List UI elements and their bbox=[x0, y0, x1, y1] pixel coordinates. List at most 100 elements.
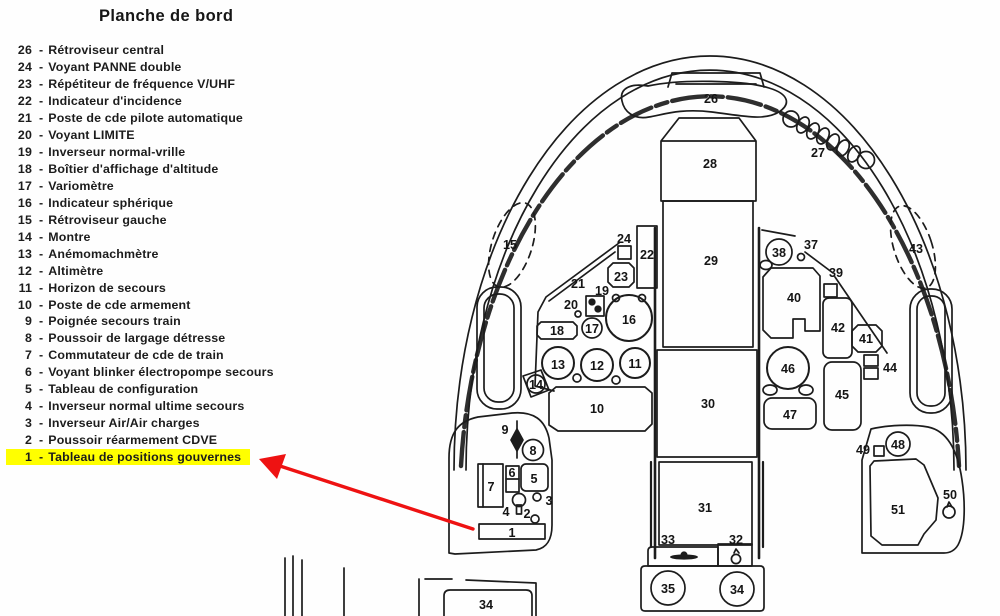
diagram-label-21: 21 bbox=[571, 277, 585, 291]
panel-7 bbox=[477, 463, 504, 508]
diagram-label-14: 14 bbox=[529, 378, 543, 392]
diagram-label-17: 17 bbox=[585, 322, 599, 336]
gauge-13 bbox=[541, 346, 575, 380]
diagram-label-4: 4 bbox=[502, 505, 509, 519]
diagram-label-11: 11 bbox=[628, 357, 641, 371]
bottom-fragments bbox=[284, 555, 537, 616]
button-2 bbox=[530, 514, 540, 524]
diagram-label-44: 44 bbox=[883, 361, 897, 375]
panel-29 bbox=[662, 200, 754, 348]
console-outline bbox=[861, 424, 966, 554]
diagram-label-49: 49 bbox=[856, 443, 870, 457]
legend-item-4: 4-Inverseur normal ultime secours bbox=[24, 399, 245, 414]
legend-item-3: 3-Inverseur Air/Air charges bbox=[24, 416, 200, 431]
flex-arm bbox=[782, 110, 876, 170]
symbol-32 bbox=[730, 548, 742, 565]
legend-item-22: 22-Indicateur d'incidence bbox=[17, 94, 182, 109]
legend-item-24: 24-Voyant PANNE double bbox=[17, 60, 182, 75]
legend-item-18: 18-Boîtier d'affichage d'altitude bbox=[17, 162, 219, 177]
button-8 bbox=[521, 438, 545, 462]
panel-40 bbox=[762, 267, 821, 339]
gauge-34 bbox=[719, 571, 755, 607]
central-mirror bbox=[620, 80, 788, 119]
gauge-38 bbox=[765, 238, 793, 266]
legend-item-14: 14-Montre bbox=[17, 229, 91, 244]
center-column bbox=[640, 117, 765, 612]
box-44b bbox=[863, 367, 879, 380]
diagram-label-34-bottom: 34 bbox=[479, 598, 493, 612]
panel-51 bbox=[869, 458, 939, 546]
diagram-label-51: 51 bbox=[891, 503, 905, 517]
legend-item-9: 9-Poignée secours train bbox=[24, 314, 181, 329]
button-3 bbox=[532, 492, 542, 502]
legend-item-10: 10-Poste de cde armement bbox=[17, 297, 191, 312]
legend-item-6: 6-Voyant blinker électropompe secours bbox=[24, 365, 274, 380]
diagram-label-28: 28 bbox=[703, 157, 717, 171]
diagram-label-41: 41 bbox=[859, 332, 873, 346]
diagram-label-26: 26 bbox=[704, 92, 718, 106]
switch-4 bbox=[511, 492, 527, 515]
diagram-label-46: 46 bbox=[781, 362, 795, 376]
diagram-label-38: 38 bbox=[772, 246, 786, 260]
box-22 bbox=[636, 225, 658, 289]
diagram-label-1: 1 bbox=[508, 526, 515, 540]
lower-center-console bbox=[640, 565, 765, 612]
gauge-11 bbox=[619, 347, 651, 379]
octagon-41 bbox=[851, 324, 883, 353]
diagram-label-10: 10 bbox=[590, 402, 604, 416]
panel-30 bbox=[656, 349, 758, 458]
legend: 26-Rétroviseur central 24-Voyant PANNE d… bbox=[6, 42, 274, 466]
panel-10 bbox=[548, 386, 653, 432]
diagram-label-35: 35 bbox=[661, 582, 675, 596]
gauge-35 bbox=[650, 570, 686, 606]
dot-37 bbox=[796, 252, 806, 262]
legend-item-11: 11-Horizon de secours bbox=[18, 280, 166, 295]
box-39 bbox=[823, 283, 838, 298]
diagram-label-22: 22 bbox=[640, 248, 654, 262]
left-instrument-cluster bbox=[522, 225, 658, 432]
diagram-label-8: 8 bbox=[529, 444, 536, 458]
column-rails bbox=[653, 226, 761, 560]
gauge-12 bbox=[580, 348, 614, 382]
left-lower-console bbox=[448, 411, 553, 555]
diagram-label-13: 13 bbox=[551, 358, 565, 372]
legend-item-16: 16-Indicateur sphérique bbox=[17, 195, 174, 210]
diagram-label-47: 47 bbox=[783, 408, 797, 422]
diagram-label-33: 33 bbox=[661, 533, 675, 547]
right-instrument-cluster bbox=[759, 229, 888, 431]
box-44a bbox=[863, 354, 879, 367]
canopy-arch-inner bbox=[465, 69, 955, 471]
lever-9 bbox=[510, 420, 524, 459]
legend-item-12: 12-Altimètre bbox=[17, 263, 104, 278]
panel-31 bbox=[658, 461, 753, 546]
diagram-label-29: 29 bbox=[704, 254, 718, 268]
diagram-label-7: 7 bbox=[487, 480, 494, 494]
left-grab-handle bbox=[476, 286, 522, 410]
gauge-48 bbox=[885, 431, 911, 457]
diagram-label-2: 2 bbox=[523, 507, 530, 521]
cluster-edges bbox=[761, 229, 888, 354]
bottom-panel-34-frame bbox=[418, 578, 537, 616]
aircraft-symbol-33 bbox=[670, 551, 698, 560]
symbol-50 bbox=[942, 501, 956, 519]
diagram-label-6: 6 bbox=[508, 466, 515, 480]
panel-42 bbox=[822, 297, 853, 359]
panel-18 bbox=[536, 321, 578, 340]
diagram-label-5: 5 bbox=[530, 472, 537, 486]
legend-item-19: 19-Inverseur normal-vrille bbox=[17, 145, 186, 160]
panel-31-side-rails bbox=[649, 460, 765, 549]
diagram-label-3: 3 bbox=[545, 494, 552, 508]
legend-item-23: 23-Répétiteur de fréquence V/UHF bbox=[17, 77, 236, 92]
legend-item-1-highlighted: 1-Tableau de positions gouvernes bbox=[6, 448, 251, 466]
panel-28 bbox=[660, 117, 757, 202]
right-lower-console bbox=[861, 424, 966, 554]
right-mirror-dashed bbox=[889, 204, 937, 290]
diagram-label-23: 23 bbox=[614, 270, 628, 284]
diagram-label-27: 27 bbox=[811, 146, 825, 160]
octagon-23 bbox=[607, 262, 635, 288]
diagram-label-12: 12 bbox=[590, 359, 604, 373]
diagram-label-50: 50 bbox=[943, 488, 957, 502]
diagram-label-45: 45 bbox=[835, 388, 849, 402]
gauge-17 bbox=[581, 317, 603, 339]
